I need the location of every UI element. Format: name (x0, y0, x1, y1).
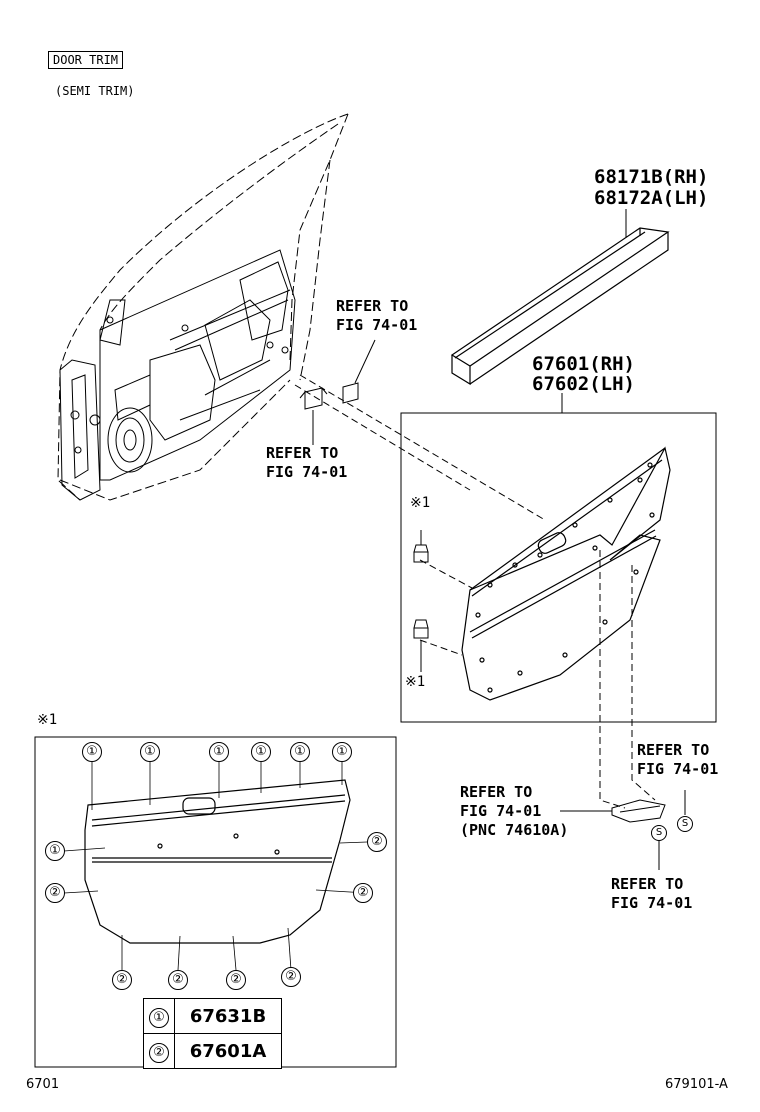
inset-leaders (63, 761, 368, 971)
clip-callout-one: ① (209, 742, 229, 762)
ref-label-3-line3: (PNC 74610A) (460, 821, 569, 839)
trim-group-box (400, 412, 717, 723)
clip-callout-one: ① (332, 742, 352, 762)
ref-label-5-line2: FIG 74-01 (611, 894, 693, 912)
door-frame-outline (57, 113, 349, 501)
clip-callout-two: ② (353, 883, 373, 903)
legend-key: ② (149, 1042, 169, 1063)
legend-row: ① 67631B (143, 998, 282, 1034)
inset-trim-panel (84, 779, 351, 944)
trim-clips (413, 530, 429, 672)
ref-label-2-line1: REFER TO (266, 444, 339, 462)
asterisk-marker-bottom: ※1 (405, 674, 426, 690)
door-inner-panel (59, 249, 296, 501)
clip-callout-two: ② (45, 883, 65, 903)
clip-callout-two: ② (112, 970, 132, 990)
asterisk-marker-top: ※1 (410, 495, 431, 511)
ref-label-3-line2: FIG 74-01 (460, 802, 542, 820)
part-label-weatherstrip-lh: 68172A(LH) (594, 187, 709, 209)
legend-row: ② 67601A (143, 1033, 282, 1069)
clip-callout-one: ① (82, 742, 102, 762)
footer-left-code: 6701 (26, 1077, 60, 1092)
legend-table: ① 67631B ② 67601A (143, 998, 282, 1069)
ref-label-3-line1: REFER TO (460, 783, 533, 801)
retainer-clips (299, 339, 376, 445)
alignment-lines (294, 374, 656, 809)
legend-key: ① (149, 1007, 169, 1028)
weatherstrip-part (450, 227, 670, 386)
clip-callout-two: ② (281, 967, 301, 987)
bracket-and-screws (560, 790, 686, 870)
clip-callout-two: ② (367, 832, 387, 852)
clip-callout-two: ② (168, 970, 188, 990)
diagram-title: DOOR TRIM (48, 51, 124, 69)
trim-panel (461, 446, 671, 701)
legend-part-number: 67631B (174, 998, 282, 1034)
footer-right-code: 679101-A (665, 1077, 728, 1092)
part-label-trim-rh: 67601(RH) (532, 353, 635, 375)
clip-callout-one: ① (251, 742, 271, 762)
ref-label-1-line2: FIG 74-01 (336, 316, 418, 334)
ref-label-5-line1: REFER TO (611, 875, 684, 893)
ref-label-4-line1: REFER TO (637, 741, 710, 759)
clip-callout-two: ② (226, 970, 246, 990)
ref-label-4-line2: FIG 74-01 (637, 760, 719, 778)
clip-callout-one: ① (290, 742, 310, 762)
screw-symbol-right: S (677, 816, 693, 832)
part-label-weatherstrip-rh: 68171B(RH) (594, 166, 709, 188)
clip-callout-one: ① (45, 841, 65, 861)
screw-symbol-left: S (651, 825, 667, 841)
clip-callout-one: ① (140, 742, 160, 762)
ref-label-2-line2: FIG 74-01 (266, 463, 348, 481)
inset-title: ※1 (37, 712, 58, 728)
part-label-trim-lh: 67602(LH) (532, 373, 635, 395)
diagram-subtitle: (SEMI TRIM) (55, 84, 135, 98)
ref-label-1-line1: REFER TO (336, 297, 409, 315)
legend-part-number: 67601A (174, 1033, 282, 1069)
